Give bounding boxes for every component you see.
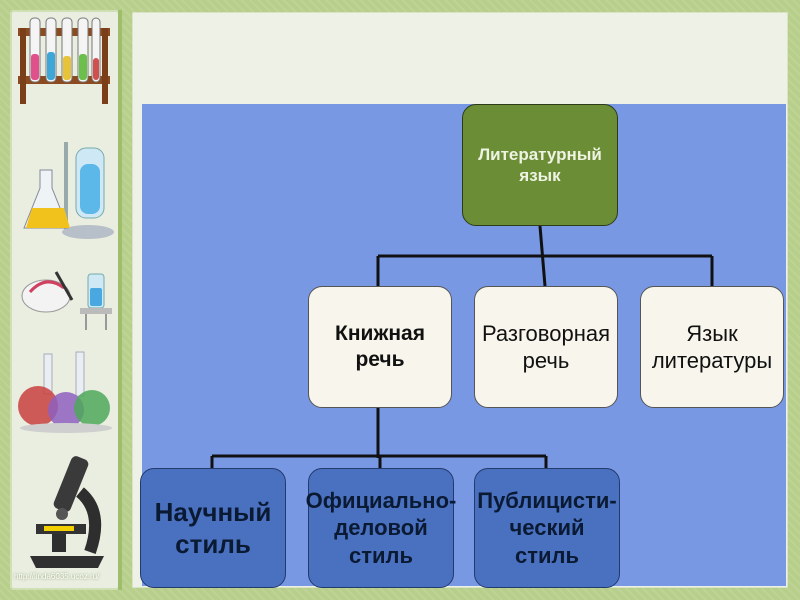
node-scientific-style-line1: Научный bbox=[154, 496, 272, 527]
test-tube-rack-icon bbox=[18, 17, 110, 104]
node-literary-language-line2: язык bbox=[519, 166, 561, 185]
sidebar-divider bbox=[118, 10, 122, 590]
node-colloquial-speech: Разговорная речь bbox=[474, 286, 618, 408]
node-language-of-literature-line1: Язык bbox=[686, 320, 738, 346]
node-bookish-speech: Книжная речь bbox=[308, 286, 452, 408]
footer-url: http://linda6035.ucoz.ru/ bbox=[14, 572, 100, 581]
node-language-of-literature-line2: литературы bbox=[651, 348, 773, 373]
node-bookish-speech-line1: Книжная bbox=[335, 321, 425, 345]
node-journalistic-style-line2: ческий bbox=[509, 515, 585, 541]
node-literary-language: Литературный язык bbox=[462, 104, 618, 226]
node-colloquial-speech-line1: Разговорная bbox=[481, 320, 610, 346]
sidebar bbox=[10, 10, 122, 590]
flask-with-stand-icon bbox=[23, 142, 114, 239]
node-official-business-style: Официально- деловой стиль bbox=[305, 468, 457, 588]
node-scientific-style-line2: стиль bbox=[175, 529, 251, 559]
node-journalistic-style-line3: стиль bbox=[514, 542, 580, 568]
node-literary-language-line1: Литературный bbox=[478, 144, 602, 164]
colored-flasks-icon bbox=[18, 351, 112, 433]
node-official-business-style-line2: деловой bbox=[334, 515, 428, 541]
microscope-icon bbox=[30, 456, 104, 568]
lab-glassware-icon bbox=[21, 271, 112, 330]
node-colloquial-speech-line2: речь bbox=[522, 348, 570, 373]
node-bookish-speech-line2: речь bbox=[355, 348, 405, 371]
node-language-of-literature: Язык литературы bbox=[640, 286, 784, 408]
node-scientific-style: Научный стиль bbox=[140, 468, 286, 588]
node-journalistic-style-line1: Публицисти- bbox=[477, 487, 617, 513]
node-journalistic-style: Публицисти- ческий стиль bbox=[474, 468, 620, 588]
node-official-business-style-line1: Официально- bbox=[305, 487, 457, 513]
node-official-business-style-line3: стиль bbox=[348, 542, 414, 568]
